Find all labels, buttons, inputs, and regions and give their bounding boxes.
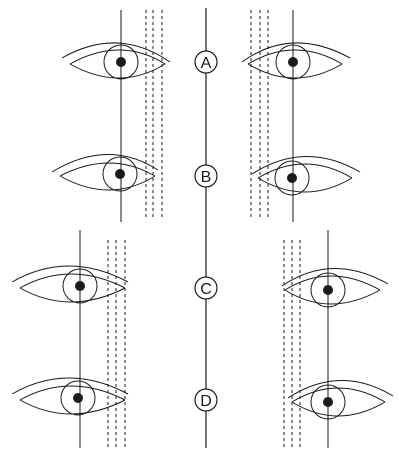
right-eye-c — [282, 268, 388, 307]
left-eye-a — [62, 43, 170, 79]
row-label-b: B — [201, 169, 212, 186]
row-label-c: C — [200, 281, 212, 298]
right-eye-a — [242, 43, 350, 79]
left-eye-d — [12, 378, 128, 415]
row-d: D — [12, 378, 393, 419]
pupil-right-b — [287, 173, 297, 183]
row-c: C — [12, 266, 388, 307]
left-eye-c — [12, 266, 128, 303]
pupil-left-b — [115, 169, 125, 179]
guide-lines — [80, 10, 328, 448]
row-label-a: A — [201, 55, 212, 72]
left-eye-b — [52, 154, 158, 191]
right-eye-d — [288, 380, 393, 419]
pupil-left-d — [73, 393, 83, 403]
row-label-d: D — [200, 393, 212, 410]
